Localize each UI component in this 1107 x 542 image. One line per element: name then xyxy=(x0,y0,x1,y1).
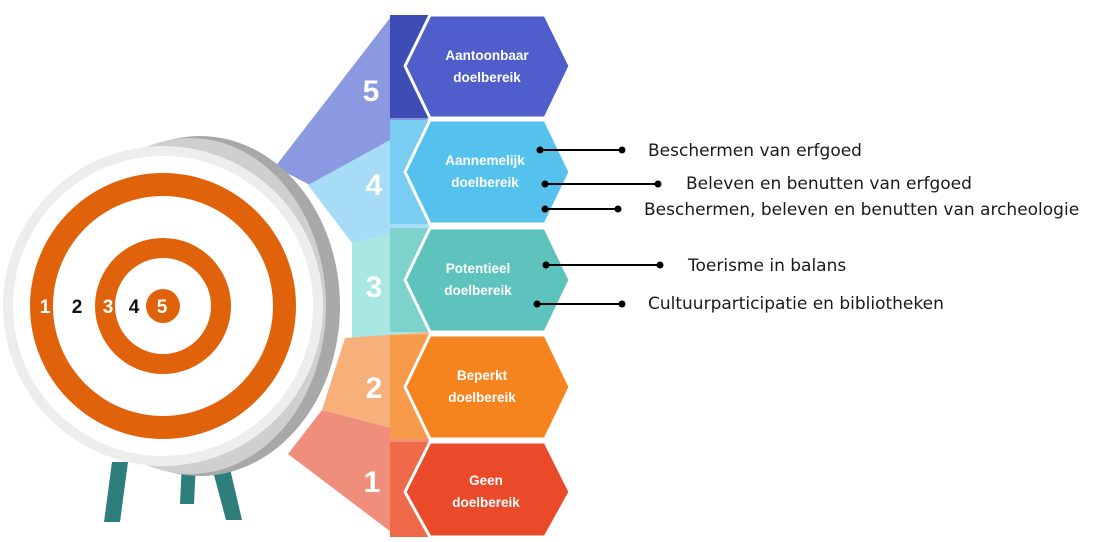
annotation-label: Cultuurparticipatie en bibliotheken xyxy=(648,294,944,314)
connector-dot-start-2 xyxy=(541,180,549,188)
connector-dot-start-3 xyxy=(541,205,549,213)
level-2-block: 2 Beperkt doelbereik xyxy=(366,333,572,441)
level-3-block: 3 Potentieel doelbereik xyxy=(366,226,572,334)
level-3-label-line2: doelbereik xyxy=(444,283,512,298)
level-5-block: 5 Aantoonbaar doelbereik xyxy=(363,13,572,120)
annotation-connectors xyxy=(533,146,664,308)
connector-dot-end-5 xyxy=(618,300,626,308)
annotation-label: Beschermen, beleven en benutten van arch… xyxy=(644,200,1080,220)
level-1-block: 1 Geen doelbereik xyxy=(364,440,572,539)
connector-dot-start-5 xyxy=(533,300,541,308)
stand-leg-left xyxy=(104,462,128,522)
level-5-label-line2: doelbereik xyxy=(453,70,521,85)
ring-number-2: 2 xyxy=(72,297,83,318)
connector-dot-start-4 xyxy=(542,261,550,269)
ring-number-4: 4 xyxy=(129,297,140,318)
ring-number-3: 3 xyxy=(103,297,114,318)
level-3-number: 3 xyxy=(366,271,383,304)
level-5-number: 5 xyxy=(363,75,380,108)
level-1-label-line2: doelbereik xyxy=(452,495,520,510)
level-3-hexagon xyxy=(403,226,572,334)
stand-leg-right xyxy=(210,460,242,520)
connector-dot-end-2 xyxy=(654,180,662,188)
target-face xyxy=(3,146,323,466)
ring-numbers: 1 2 3 4 5 xyxy=(40,297,168,318)
connector-dot-end-1 xyxy=(618,146,626,154)
level-2-label-line2: doelbereik xyxy=(448,390,516,405)
level-1-number: 1 xyxy=(364,466,381,499)
level-4-hexagon xyxy=(403,118,572,226)
connector-dot-end-4 xyxy=(656,261,664,269)
level-2-label-line1: Beperkt xyxy=(457,368,508,383)
level-1-label-line1: Geen xyxy=(469,473,503,488)
target-bullseye xyxy=(146,289,180,323)
level-2-number: 2 xyxy=(366,372,383,405)
connector-dot-start-1 xyxy=(536,146,544,154)
annotation-label: Toerisme in balans xyxy=(688,256,847,276)
level-1-hexagon xyxy=(403,440,572,539)
ring-number-5: 5 xyxy=(157,297,168,318)
annotation-label: Beleven en benutten van erfgoed xyxy=(686,174,972,194)
level-5-label-line1: Aantoonbaar xyxy=(445,48,529,63)
level-2-hexagon xyxy=(403,333,572,441)
level-4-label-line1: Aannemelijk xyxy=(445,153,525,168)
ring-number-1: 1 xyxy=(40,297,51,318)
annotation-label: Beschermen van erfgoed xyxy=(648,141,862,161)
connector-dot-end-3 xyxy=(614,205,622,213)
level-4-block: 4 Aannemelijk doelbereik xyxy=(366,118,572,226)
level-3-label-line1: Potentieel xyxy=(446,261,511,276)
level-4-number: 4 xyxy=(366,169,383,202)
level-4-label-line2: doelbereik xyxy=(451,175,519,190)
level-5-hexagon xyxy=(403,13,572,120)
